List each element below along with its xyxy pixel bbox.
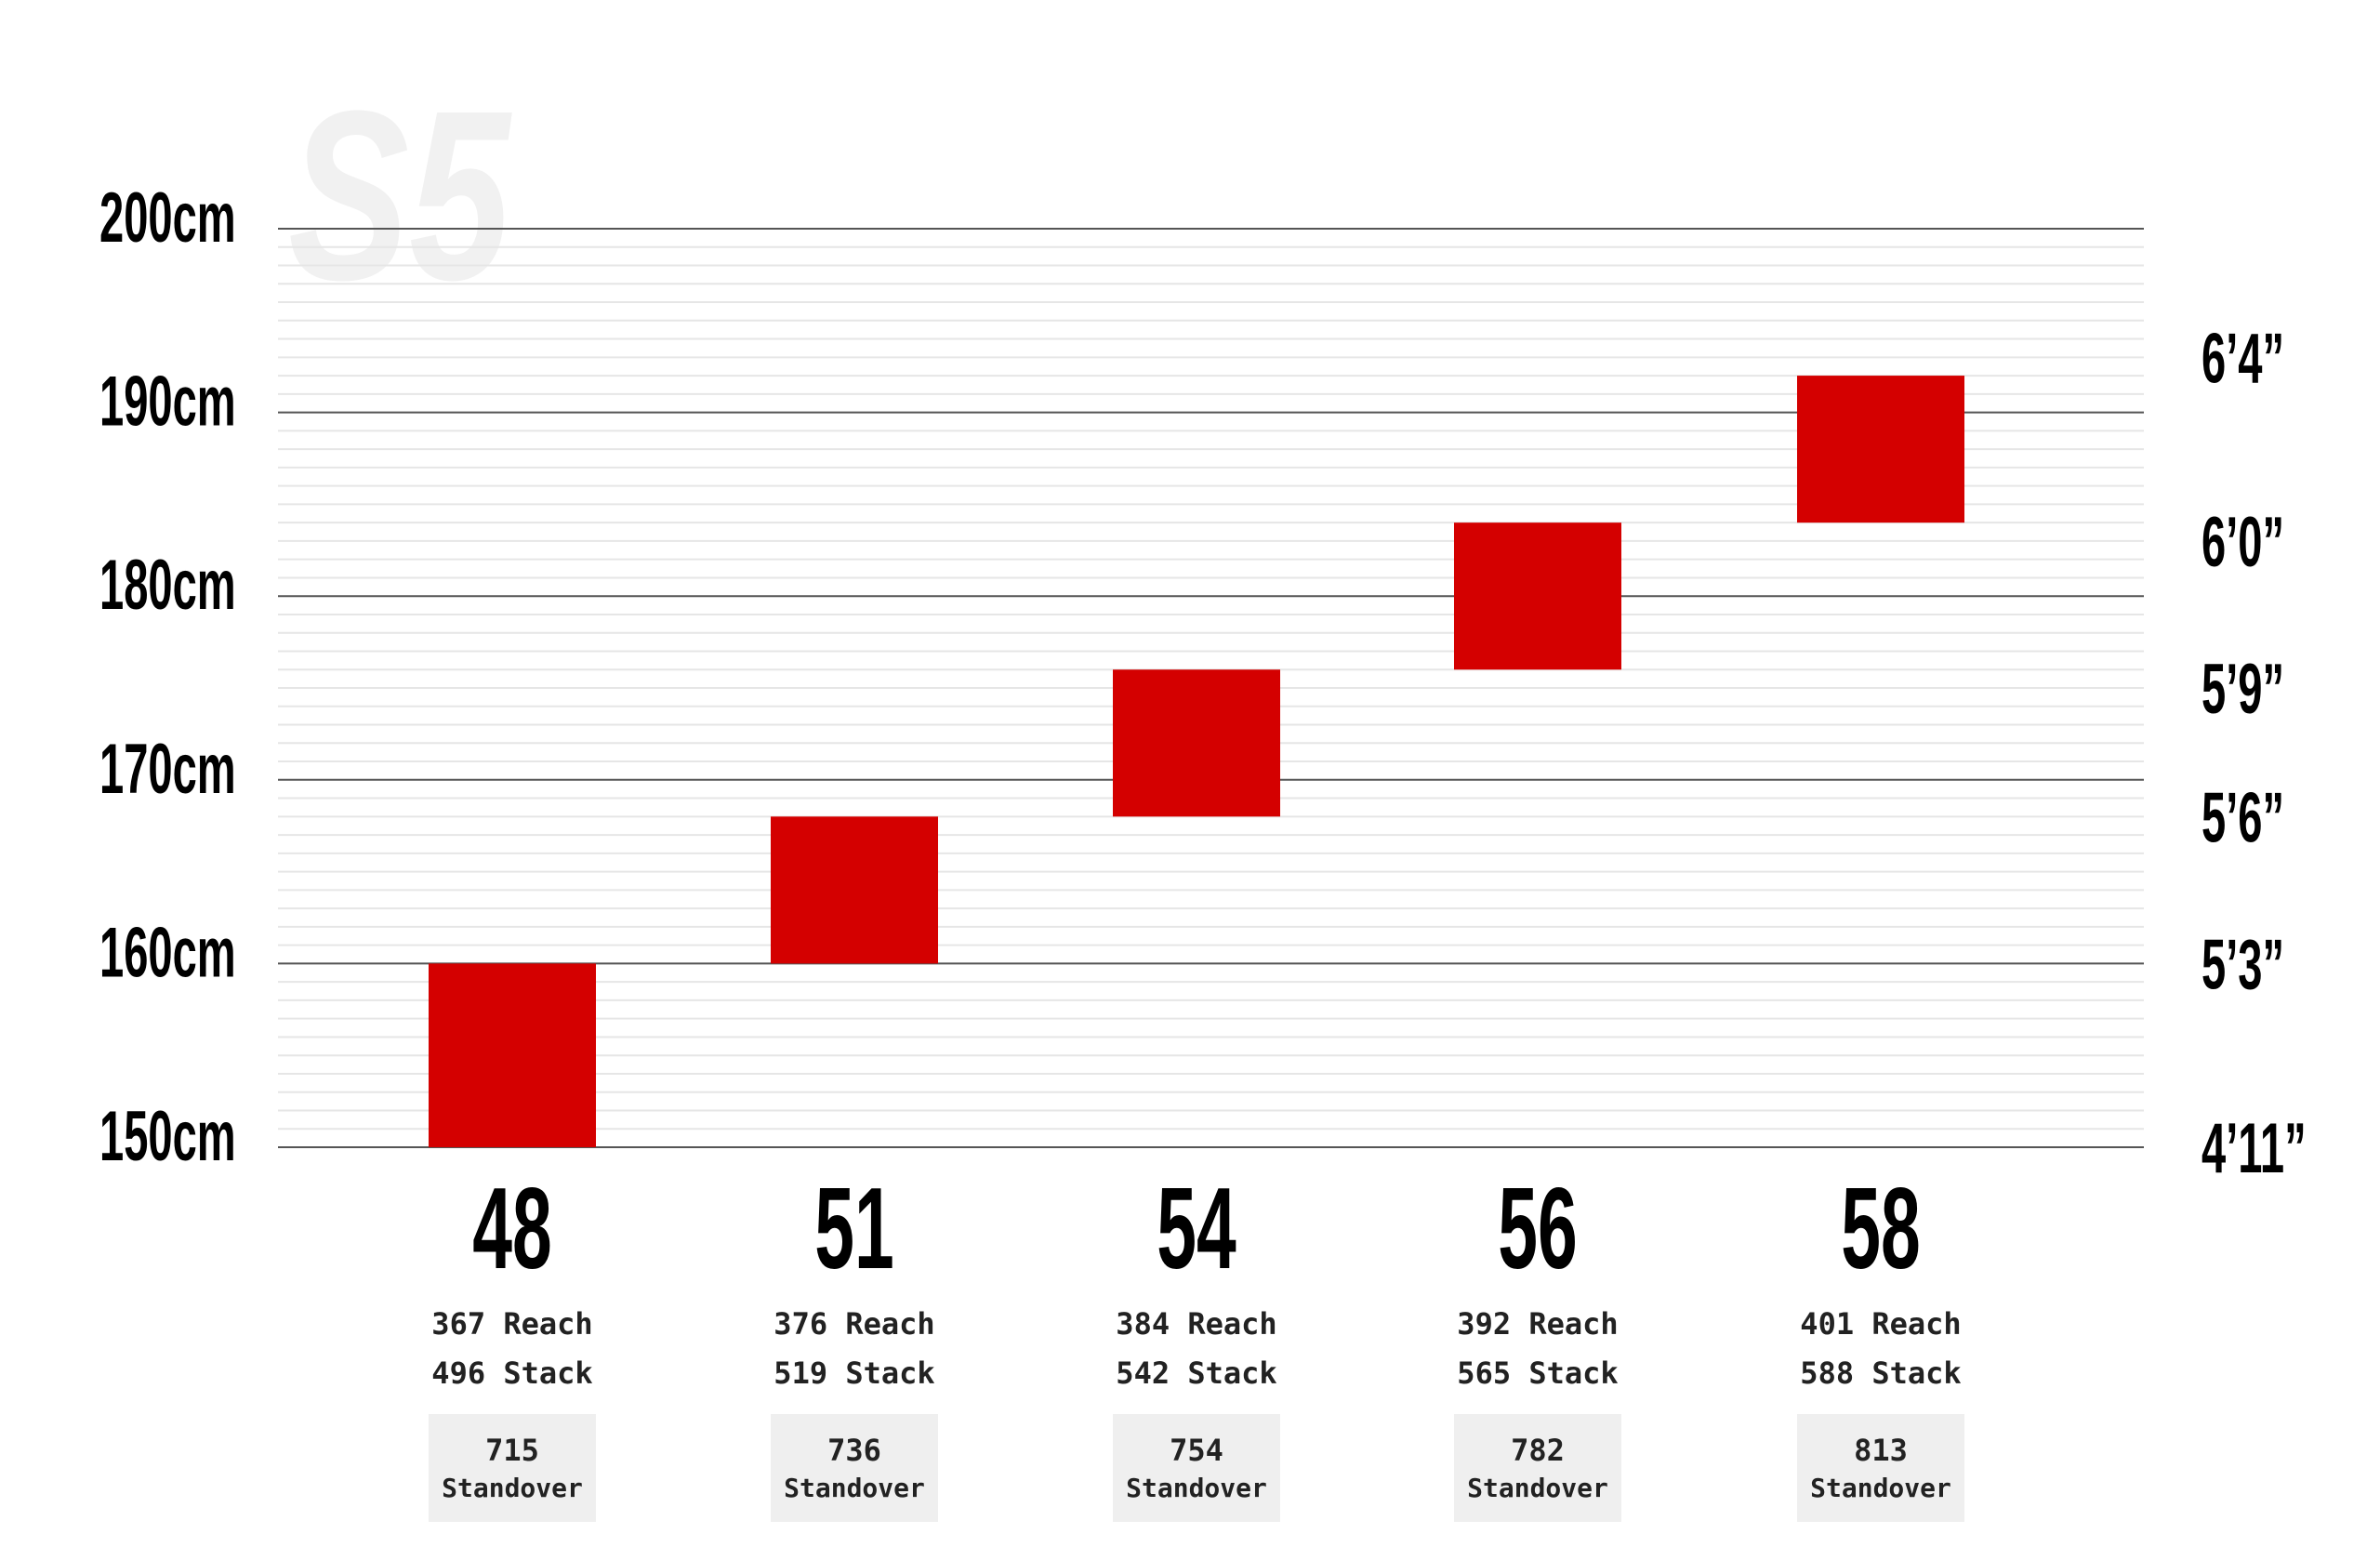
reach-value: 376 Reach <box>774 1306 934 1342</box>
y-tick-label-left: 180cm <box>99 547 236 625</box>
standover-value: 715 <box>485 1433 539 1468</box>
standover-box <box>1113 1414 1280 1522</box>
standover-label: Standover <box>1467 1473 1608 1503</box>
y-tick-label-right: 6’4” <box>2202 320 2284 398</box>
y-tick-label-left: 160cm <box>99 914 236 992</box>
y-tick-label-left: 200cm <box>99 179 236 258</box>
bar-size-54 <box>1113 669 1280 817</box>
size-label: 54 <box>1157 1164 1236 1292</box>
y-tick-label-right: 4’11” <box>2202 1110 2307 1188</box>
stack-value: 588 Stack <box>1800 1355 1961 1391</box>
standover-value: 782 <box>1511 1433 1565 1468</box>
size-label: 58 <box>1841 1164 1921 1292</box>
standover-label: Standover <box>1126 1473 1267 1503</box>
y-tick-label-left: 190cm <box>99 363 236 441</box>
reach-value: 384 Reach <box>1116 1306 1276 1342</box>
standover-label: Standover <box>442 1473 583 1503</box>
y-tick-label-left: 150cm <box>99 1098 236 1176</box>
y-tick-label-right: 5’9” <box>2202 651 2284 729</box>
stack-value: 542 Stack <box>1116 1355 1276 1391</box>
standover-value: 754 <box>1170 1433 1223 1468</box>
stack-value: 565 Stack <box>1457 1355 1618 1391</box>
standover-box <box>771 1414 938 1522</box>
bar-size-48 <box>429 963 596 1147</box>
standover-value: 736 <box>827 1433 881 1468</box>
standover-label: Standover <box>1810 1473 1951 1503</box>
bar-size-51 <box>771 816 938 964</box>
standover-box <box>1454 1414 1621 1522</box>
y-tick-label-right: 6’0” <box>2202 504 2284 582</box>
stack-value: 496 Stack <box>431 1355 592 1391</box>
stack-value: 519 Stack <box>774 1355 934 1391</box>
standover-value: 813 <box>1854 1433 1908 1468</box>
y-tick-label-left: 170cm <box>99 730 236 808</box>
standover-box <box>1797 1414 1964 1522</box>
reach-value: 367 Reach <box>431 1306 592 1342</box>
bar-size-56 <box>1454 522 1621 670</box>
reach-value: 401 Reach <box>1800 1306 1961 1342</box>
standover-label: Standover <box>784 1473 925 1503</box>
size-label: 48 <box>472 1164 552 1292</box>
y-tick-label-right: 5’6” <box>2202 779 2284 857</box>
reach-value: 392 Reach <box>1457 1306 1618 1342</box>
size-label: 56 <box>1498 1164 1578 1292</box>
standover-box <box>429 1414 596 1522</box>
y-tick-label-right: 5’3” <box>2202 926 2284 1004</box>
bar-size-58 <box>1797 376 1964 523</box>
size-label: 51 <box>814 1164 894 1292</box>
watermark-logo: S5 <box>288 60 512 331</box>
